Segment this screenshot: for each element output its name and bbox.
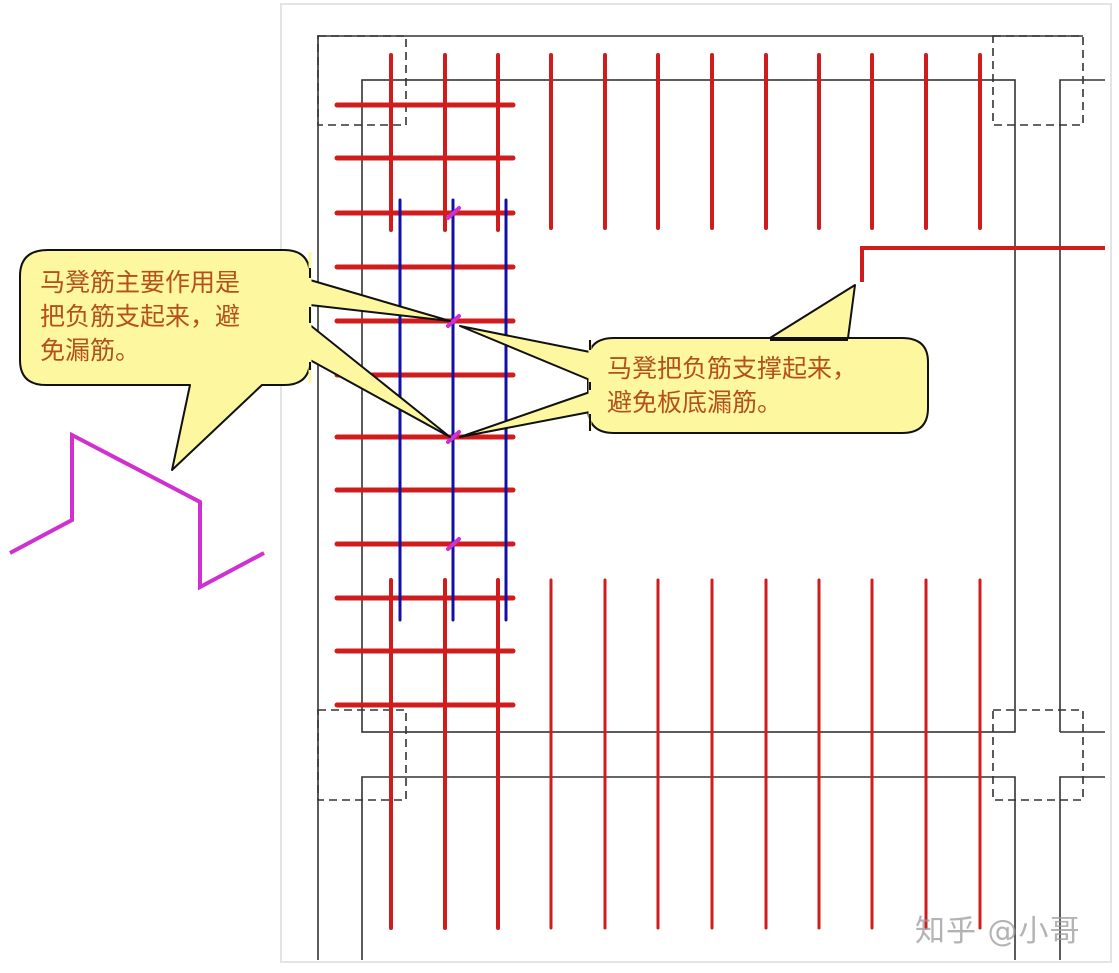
chair-bar-shape (9, 431, 265, 591)
left-callout-line: 免漏筋。 (40, 336, 141, 365)
column-top-left (317, 35, 407, 126)
drawing-frame (280, 3, 1112, 963)
left-callout-line: 把负筋支起来，避 (40, 302, 241, 331)
slab-outline (361, 79, 1016, 733)
left-callout-text: 马凳筋主要作用是把负筋支起来，避免漏筋。 (40, 266, 240, 368)
negative-rebar-bent (860, 246, 1105, 282)
right-callout-line: 避免板底漏筋。 (607, 388, 783, 417)
bubble-edges (309, 268, 848, 431)
chair-bar-mark (446, 537, 461, 551)
column-top-right (992, 35, 1084, 126)
right-callout-pointer-3 (769, 284, 856, 339)
chair-bar-mark (446, 206, 461, 220)
right-callout-line: 马凳把负筋支撑起来， (607, 354, 858, 383)
column-bottom-right (992, 709, 1084, 801)
chair-bar-mark (446, 314, 461, 328)
column-bottom-left (317, 709, 407, 801)
left-callout-line: 马凳筋主要作用是 (40, 268, 241, 297)
lower-slab-outline (361, 776, 1016, 960)
watermark: 知乎 @小哥 (915, 914, 1081, 949)
column-outlines (317, 35, 1084, 801)
chair-bar-mark (446, 430, 461, 444)
left-callout-bubble (19, 249, 311, 471)
right-callout-text: 马凳把负筋支撑起来， 避免板底漏筋。 (607, 352, 857, 420)
